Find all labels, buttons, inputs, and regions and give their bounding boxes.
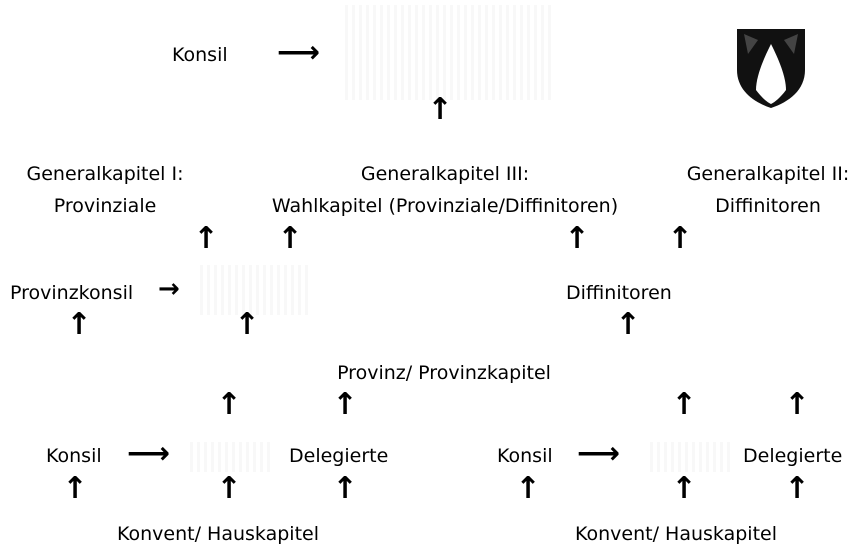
top-blank-box [345,5,555,100]
right-arrow-icon: ⟶ [127,436,171,471]
left-konsil-label: Konsil [46,445,102,467]
generalkapitel-3-line1: Generalkapitel III: [360,163,530,185]
up-arrow-icon: ↑ [66,307,92,342]
right-arrow-icon: ⟶ [277,35,321,70]
left-konvent-label: Konvent/ Hauskapitel [117,523,319,545]
provinz-provinzkapitel-label: Provinz/ Provinzkapitel [337,362,551,384]
up-arrow-icon: ↑ [277,221,303,256]
left-konvent-blank-box [190,442,270,472]
generalkapitel-1-line1: Generalkapitel I: [26,163,184,185]
up-arrow-icon: ↑ [615,307,641,342]
up-arrow-icon: ↑ [784,471,810,506]
provinzkonsil-label: Provinzkonsil [10,282,134,304]
left-delegierte-label: Delegierte [289,445,389,467]
up-arrow-icon: ↑ [671,471,697,506]
up-arrow-icon: ↑ [671,387,697,422]
up-arrow-icon: ↑ [784,387,810,422]
up-arrow-icon: ↑ [216,471,242,506]
up-arrow-icon: ↑ [332,387,358,422]
right-konsil-label: Konsil [497,445,553,467]
up-arrow-icon: ↑ [667,221,693,256]
up-arrow-icon: ↑ [62,471,88,506]
diffinitoren-label: Diffinitoren [566,282,672,304]
up-arrow-icon: ↑ [427,92,453,127]
coat-of-arms-icon [737,29,805,108]
up-arrow-icon: ↑ [564,221,590,256]
right-arrow-icon: → [158,274,180,304]
right-konvent-label: Konvent/ Hauskapitel [575,523,777,545]
provinzkonsil-blank-box [200,265,310,315]
up-arrow-icon: ↑ [515,471,541,506]
generalkapitel-2-line2: Diffinitoren [715,195,821,217]
up-arrow-icon: ↑ [193,221,219,256]
right-delegierte-label: Delegierte [743,445,843,467]
right-konvent-blank-box [650,442,730,472]
up-arrow-icon: ↑ [216,387,242,422]
generalkapitel-2-line1: Generalkapitel II: [686,163,850,185]
up-arrow-icon: ↑ [234,307,260,342]
right-arrow-icon: ⟶ [577,436,621,471]
generalkapitel-3-line2: Wahlkapitel (Provinziale/Diffinitoren) [271,195,619,217]
generalkapitel-1-line2: Provinziale [53,195,157,217]
up-arrow-icon: ↑ [332,471,358,506]
top-konsil-label: Konsil [172,44,228,66]
